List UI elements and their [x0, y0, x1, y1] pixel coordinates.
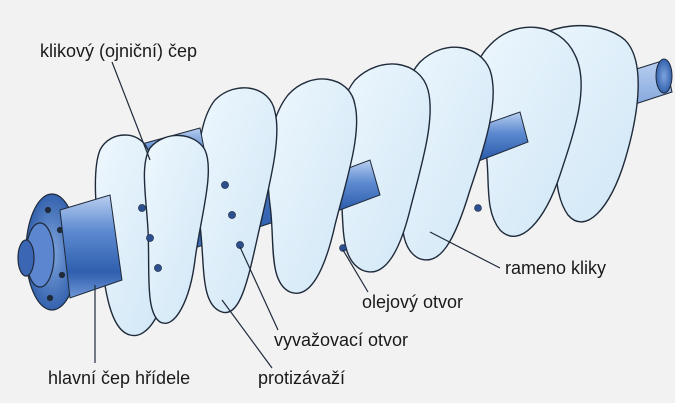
label-counterweight: protizávaží — [258, 368, 345, 388]
crank-arm-3 — [268, 79, 357, 293]
leader-balance-hole — [240, 247, 278, 330]
label-main-journal: hlavní čep hřídele — [48, 368, 190, 388]
crank-arm-0 — [144, 135, 208, 323]
label-crank-arm: rameno kliky — [505, 258, 606, 278]
leader-counterweight — [222, 300, 272, 368]
crank-arm-2 — [197, 88, 277, 313]
label-oil-hole: olejový otvor — [362, 292, 463, 312]
label-crankpin: klikový (ojniční) čep — [40, 41, 197, 61]
label-balance-hole: vyvažovací otvor — [274, 330, 408, 350]
rear-shaft-end — [656, 59, 672, 93]
